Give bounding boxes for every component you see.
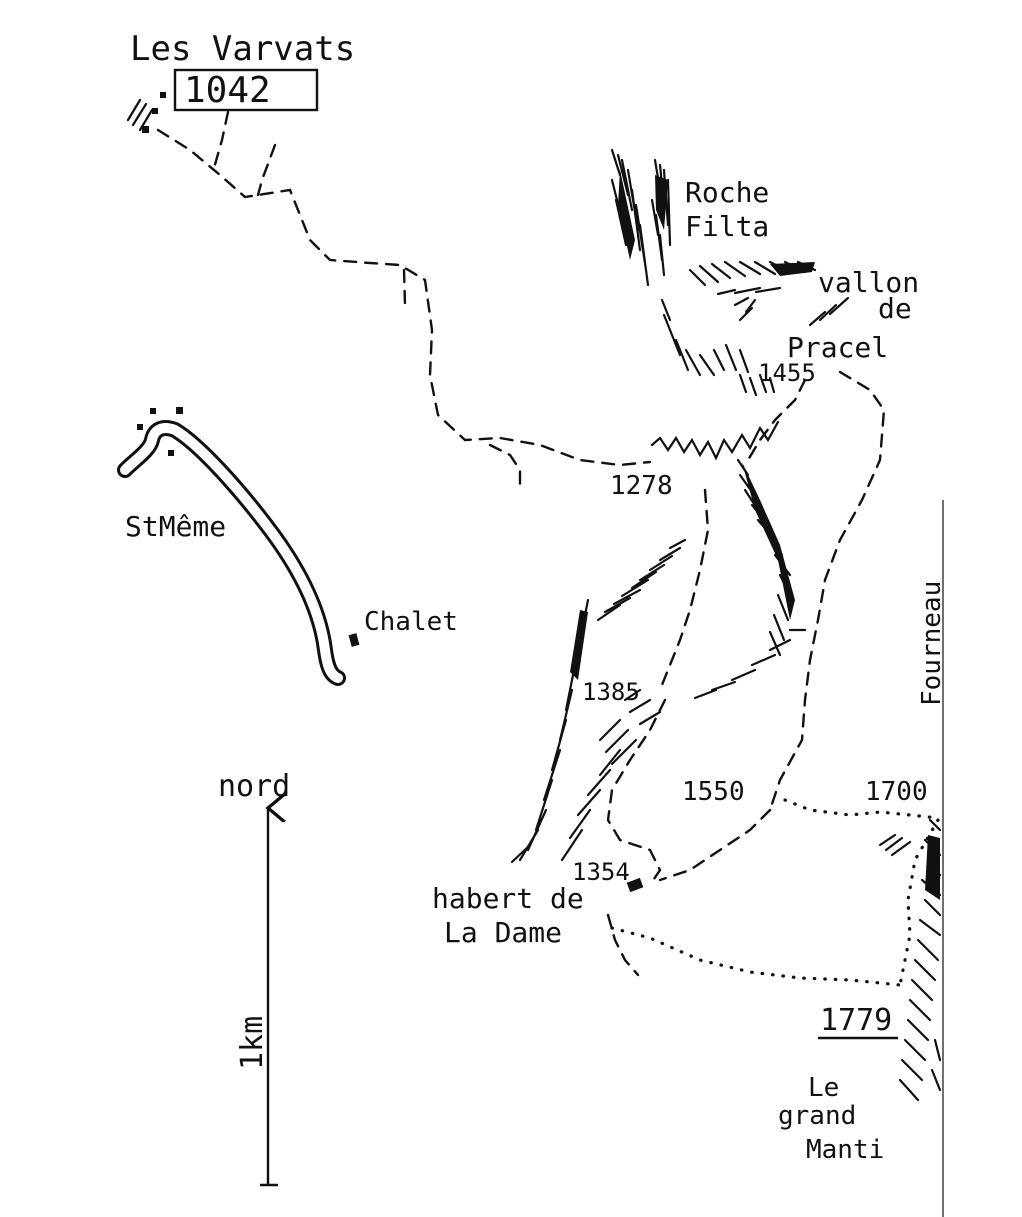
place-st-meme: StMême [125,510,226,543]
place-les-varvats: Les Varvats [130,29,355,69]
place-grand-manti-line2: grand [778,1101,856,1131]
dotted-path-1550-1700 [783,798,940,820]
elevation-1042-box [173,68,319,112]
trail-habert-south [606,913,640,977]
place-grand-manti-line1: Le [808,1073,839,1103]
elevation-1385: 1385 [582,678,640,706]
place-fourneau: Fourneau [917,581,947,706]
road-st-meme [117,420,346,686]
trail-1455-to-1550 [768,370,886,812]
elevation-1779: 1779 [820,1003,892,1038]
trail-small-spur [402,268,407,307]
trail-hut-spur [488,443,522,492]
trail-1550-to-habert [658,808,772,882]
trail-varvats-branch [256,143,277,197]
trail-1385-to-habert [606,698,667,887]
st-meme-buildings [137,407,183,456]
place-chalet: Chalet [364,607,458,637]
place-roche-filta-line2: Filta [685,210,769,243]
grand-manti-cliff [878,818,942,1102]
trail-1278-to-1385 [658,488,710,692]
elevation-1042: 1042 [184,70,271,111]
western-slope-hatching [510,538,687,864]
place-grand-manti-line3: Manti [806,1135,884,1165]
elevation-1550: 1550 [682,777,745,807]
place-vallon-line1: vallon [818,266,919,299]
place-habert-line1: habert de [432,882,584,915]
valley-ridge-zigzag [650,420,780,461]
trail-varvats-to-1278 [156,128,652,467]
habert-building [626,877,644,893]
les-varvats-village-mark [126,92,166,133]
place-vallon-line3: Pracel [787,331,888,364]
central-gully-hatching [693,458,807,700]
chalet-marker [348,633,360,647]
dotted-path-1700-1779 [898,818,940,987]
place-roche-filta-line1: Roche [685,176,769,209]
trail-varvats-north [212,110,230,170]
trail-1455-to-1278 [743,378,807,467]
roche-filta-cliff [610,148,672,287]
place-vallon-line2: de [878,292,912,325]
scale-distance-label: 1km [235,1016,270,1070]
place-habert-line2: La Dame [444,916,562,949]
north-label: nord [218,769,290,804]
elevation-1455: 1455 [758,359,816,387]
elevation-1354: 1354 [572,858,630,886]
elevation-1278: 1278 [610,471,673,501]
vallon-ridge-hatching [660,260,850,397]
dotted-path-habert-1779 [610,926,902,987]
elevation-1700: 1700 [865,777,928,807]
